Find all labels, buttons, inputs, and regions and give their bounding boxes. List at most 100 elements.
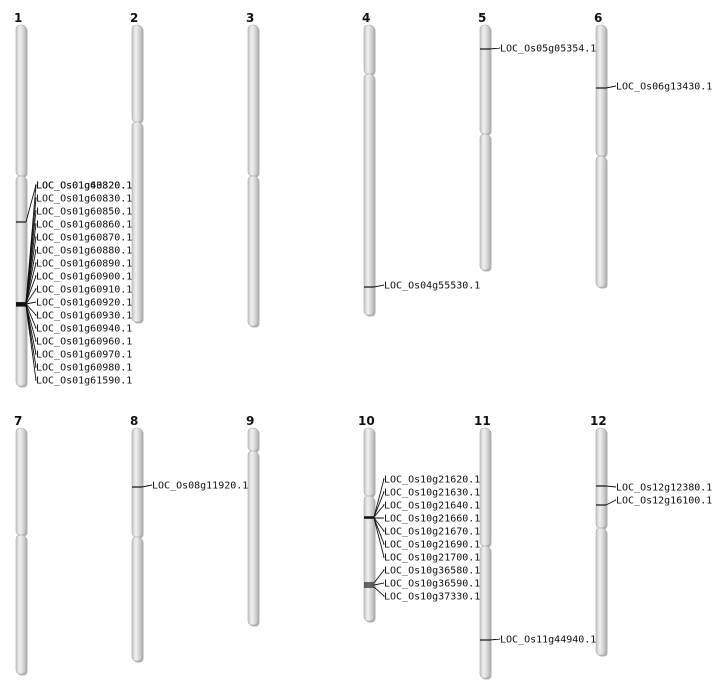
chromosome-4: 4 <box>362 11 376 317</box>
gene-connector-line <box>25 305 37 381</box>
gene-label: LOC_Os01g60830.1 <box>36 194 132 205</box>
gene-connector-line <box>373 517 385 545</box>
gene-connector-line <box>25 304 37 368</box>
gene-label: LOC_Os10g21690.1 <box>384 540 480 551</box>
gene-label: LOC_Os01g60930.1 <box>36 311 132 322</box>
gene-label: LOC_Os01g60820.1 <box>36 181 132 192</box>
gene-connector-line <box>25 288 37 305</box>
gene-label: LOC_Os12g12380.1 <box>616 483 712 494</box>
gene-label: LOC_Os01g60890.1 <box>36 259 132 270</box>
gene-connector-line <box>489 47 501 50</box>
gene-connector-line <box>373 504 385 518</box>
chromosome-number: 4 <box>362 11 370 25</box>
chromosome-number: 9 <box>246 414 254 428</box>
chromosome-number: 10 <box>358 414 375 428</box>
gene-label: LOC_Os01g43320.1 <box>36 181 132 192</box>
gene-label: LOC_Os10g36580.1 <box>384 566 480 577</box>
chromosome-10: 10 <box>358 414 376 623</box>
gene-connector-line <box>141 484 153 488</box>
gene-markers-layer <box>16 47 617 641</box>
chromosome-11-arm-2 <box>479 545 491 679</box>
chromosome-1-arm-1 <box>15 24 27 177</box>
gene-label: LOC_Os06g13430.1 <box>616 82 712 93</box>
chromosome-number: 1 <box>14 11 22 25</box>
gene-connector-line <box>25 210 37 304</box>
chromosome-10-arm-2 <box>363 495 375 622</box>
chromosome-9-arm-1 <box>247 427 259 452</box>
chromosome-9: 9 <box>246 414 260 627</box>
chromosome-9-arm-2 <box>247 450 259 626</box>
gene-connector-line <box>373 517 385 558</box>
gene-connector-line <box>373 491 385 518</box>
chromosome-3-arm-1 <box>247 24 259 177</box>
chromosome-5: 5 <box>478 11 492 272</box>
gene-connector-line <box>489 638 501 641</box>
chromosome-6: 6 <box>594 11 608 289</box>
chromosome-8-arm-2 <box>131 536 143 662</box>
gene-connector-line <box>373 586 386 597</box>
gene-connector-line <box>25 223 37 304</box>
gene-connector-line <box>25 304 37 342</box>
chromosome-5-arm-2 <box>479 133 491 271</box>
gene-connector-line <box>25 303 38 316</box>
gene-label: LOC_Os01g60900.1 <box>36 272 132 283</box>
gene-label: LOC_Os10g21660.1 <box>384 514 480 525</box>
gene-label: LOC_Os01g60910.1 <box>36 285 132 296</box>
gene-label: LOC_Os01g61590.1 <box>36 376 132 387</box>
chromosome-11: 11 <box>474 414 492 680</box>
gene-label: LOC_Os10g21640.1 <box>384 501 480 512</box>
gene-label: LOC_Os01g60940.1 <box>36 324 132 335</box>
chromosome-2-arm-2 <box>131 121 143 323</box>
chromosome-4-arm-2 <box>363 73 375 316</box>
chromosome-2-arm-1 <box>131 24 143 123</box>
chromosome-7-arm-1 <box>15 427 27 536</box>
gene-label: LOC_Os05g05354.1 <box>500 44 596 55</box>
gene-connector-line <box>373 569 385 584</box>
gene-label: LOC_Os10g36590.1 <box>384 579 480 590</box>
chromosome-10-arm-1 <box>363 427 375 497</box>
gene-label: LOC_Os10g21620.1 <box>384 475 480 486</box>
gene-label: LOC_Os12g16100.1 <box>616 496 712 507</box>
chromosome-number: 11 <box>474 414 491 428</box>
chromosome-number: 3 <box>246 11 254 25</box>
chromosome-11-arm-1 <box>479 427 491 547</box>
gene-connector-line <box>373 284 385 288</box>
gene-connector-line <box>25 262 37 304</box>
gene-label: LOC_Os10g21700.1 <box>384 553 480 564</box>
chromosome-12: 12 <box>590 414 608 657</box>
gene-connector-line <box>25 304 37 355</box>
chromosome-2: 2 <box>130 11 144 324</box>
gene-label: LOC_Os01g60980.1 <box>36 363 132 374</box>
gene-connector-line <box>605 485 617 488</box>
chromosome-number: 7 <box>14 414 22 428</box>
chromosome-7-arm-2 <box>15 534 27 675</box>
chromosome-3-arm-2 <box>247 175 259 327</box>
gene-label: LOC_Os01g60860.1 <box>36 220 132 231</box>
chromosome-12-arm-2 <box>595 527 607 656</box>
chromosome-6-arm-1 <box>595 24 607 157</box>
gene-connector-line <box>605 499 617 506</box>
gene-label: LOC_Os10g21670.1 <box>384 527 480 538</box>
gene-label: LOC_Os01g60870.1 <box>36 233 132 244</box>
gene-connector-line <box>373 582 385 586</box>
gene-connector-line <box>25 236 37 304</box>
gene-label: LOC_Os08g11920.1 <box>152 481 248 492</box>
chromosome-number: 12 <box>590 414 607 428</box>
chromosome-number: 8 <box>130 414 138 428</box>
gene-label: LOC_Os01g60880.1 <box>36 246 132 257</box>
chromosome-number: 2 <box>130 11 138 25</box>
gene-label: LOC_Os01g60970.1 <box>36 350 132 361</box>
chromosome-12-arm-1 <box>595 427 607 529</box>
gene-connector-line <box>25 275 37 304</box>
chromosome-6-arm-2 <box>595 155 607 288</box>
gene-label: LOC_Os01g60850.1 <box>36 207 132 218</box>
gene-label: LOC_Os01g60960.1 <box>36 337 132 348</box>
chromosome-8: 8 <box>130 414 144 663</box>
gene-connector-line <box>25 249 37 304</box>
gene-connector-line <box>25 197 37 304</box>
chromosome-8-arm-1 <box>131 427 143 538</box>
chromosome-5-arm-1 <box>479 24 491 135</box>
gene-connector-line <box>373 478 385 518</box>
